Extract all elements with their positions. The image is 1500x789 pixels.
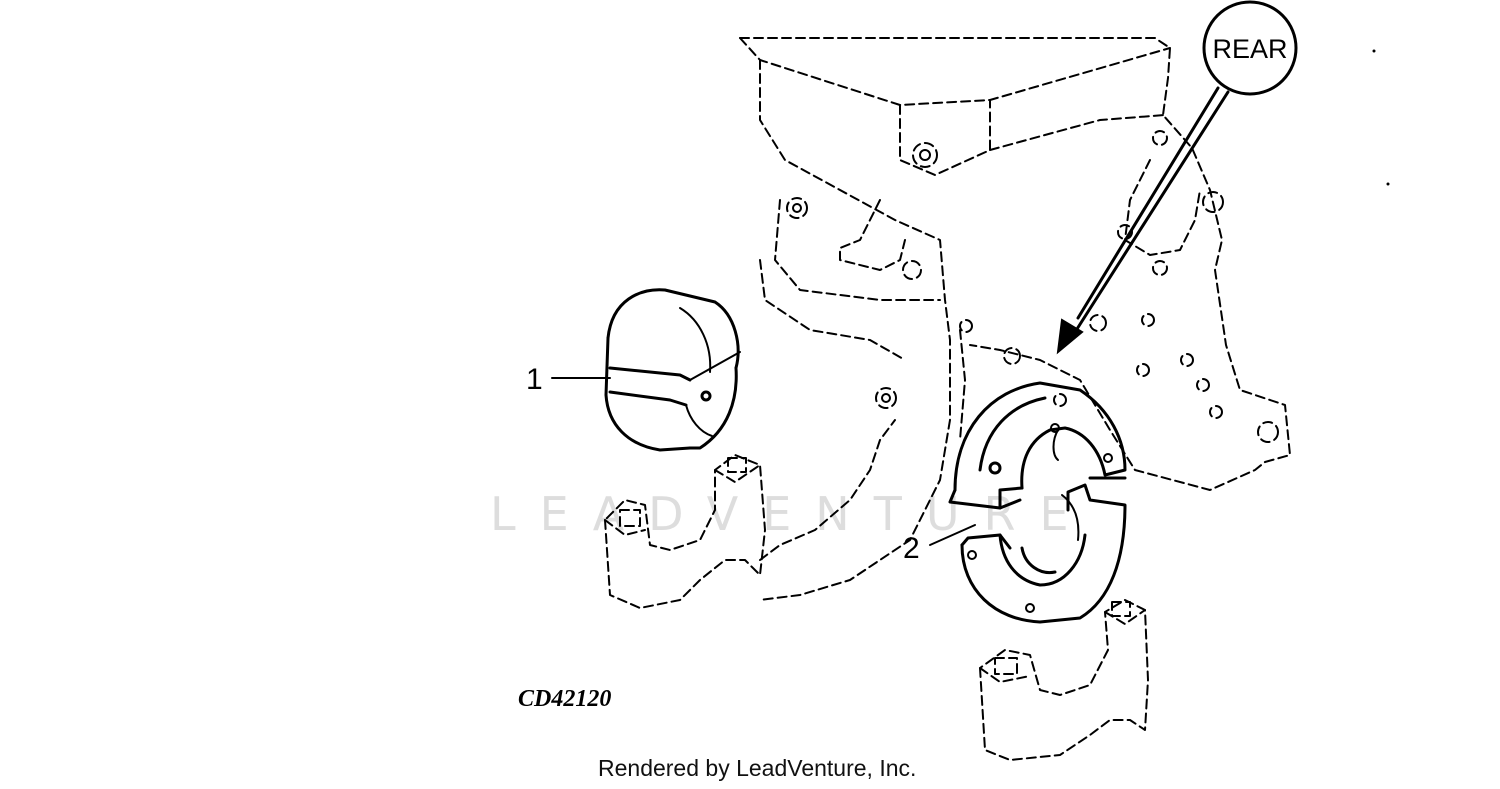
arrow-head bbox=[1056, 318, 1084, 355]
watermark-text: LEADVENTURE bbox=[490, 487, 1093, 541]
figure-id: CD42120 bbox=[518, 686, 611, 712]
credit-line: Rendered by LeadVenture, Inc. bbox=[598, 755, 916, 781]
bearing-cap-left bbox=[604, 454, 766, 609]
thrust-bearing-2 bbox=[929, 381, 1127, 624]
stray-mark bbox=[1372, 49, 1376, 53]
rear-direction-callout: REAR bbox=[1056, 0, 1298, 355]
bearing-shell-1 bbox=[551, 288, 741, 452]
rear-label: REAR bbox=[1212, 34, 1287, 64]
engine-block bbox=[739, 37, 1291, 601]
callout-1: 1 bbox=[526, 363, 543, 396]
bearing-cap-right bbox=[979, 599, 1149, 761]
stray-mark bbox=[1386, 182, 1390, 186]
callout-2: 2 bbox=[903, 532, 920, 565]
